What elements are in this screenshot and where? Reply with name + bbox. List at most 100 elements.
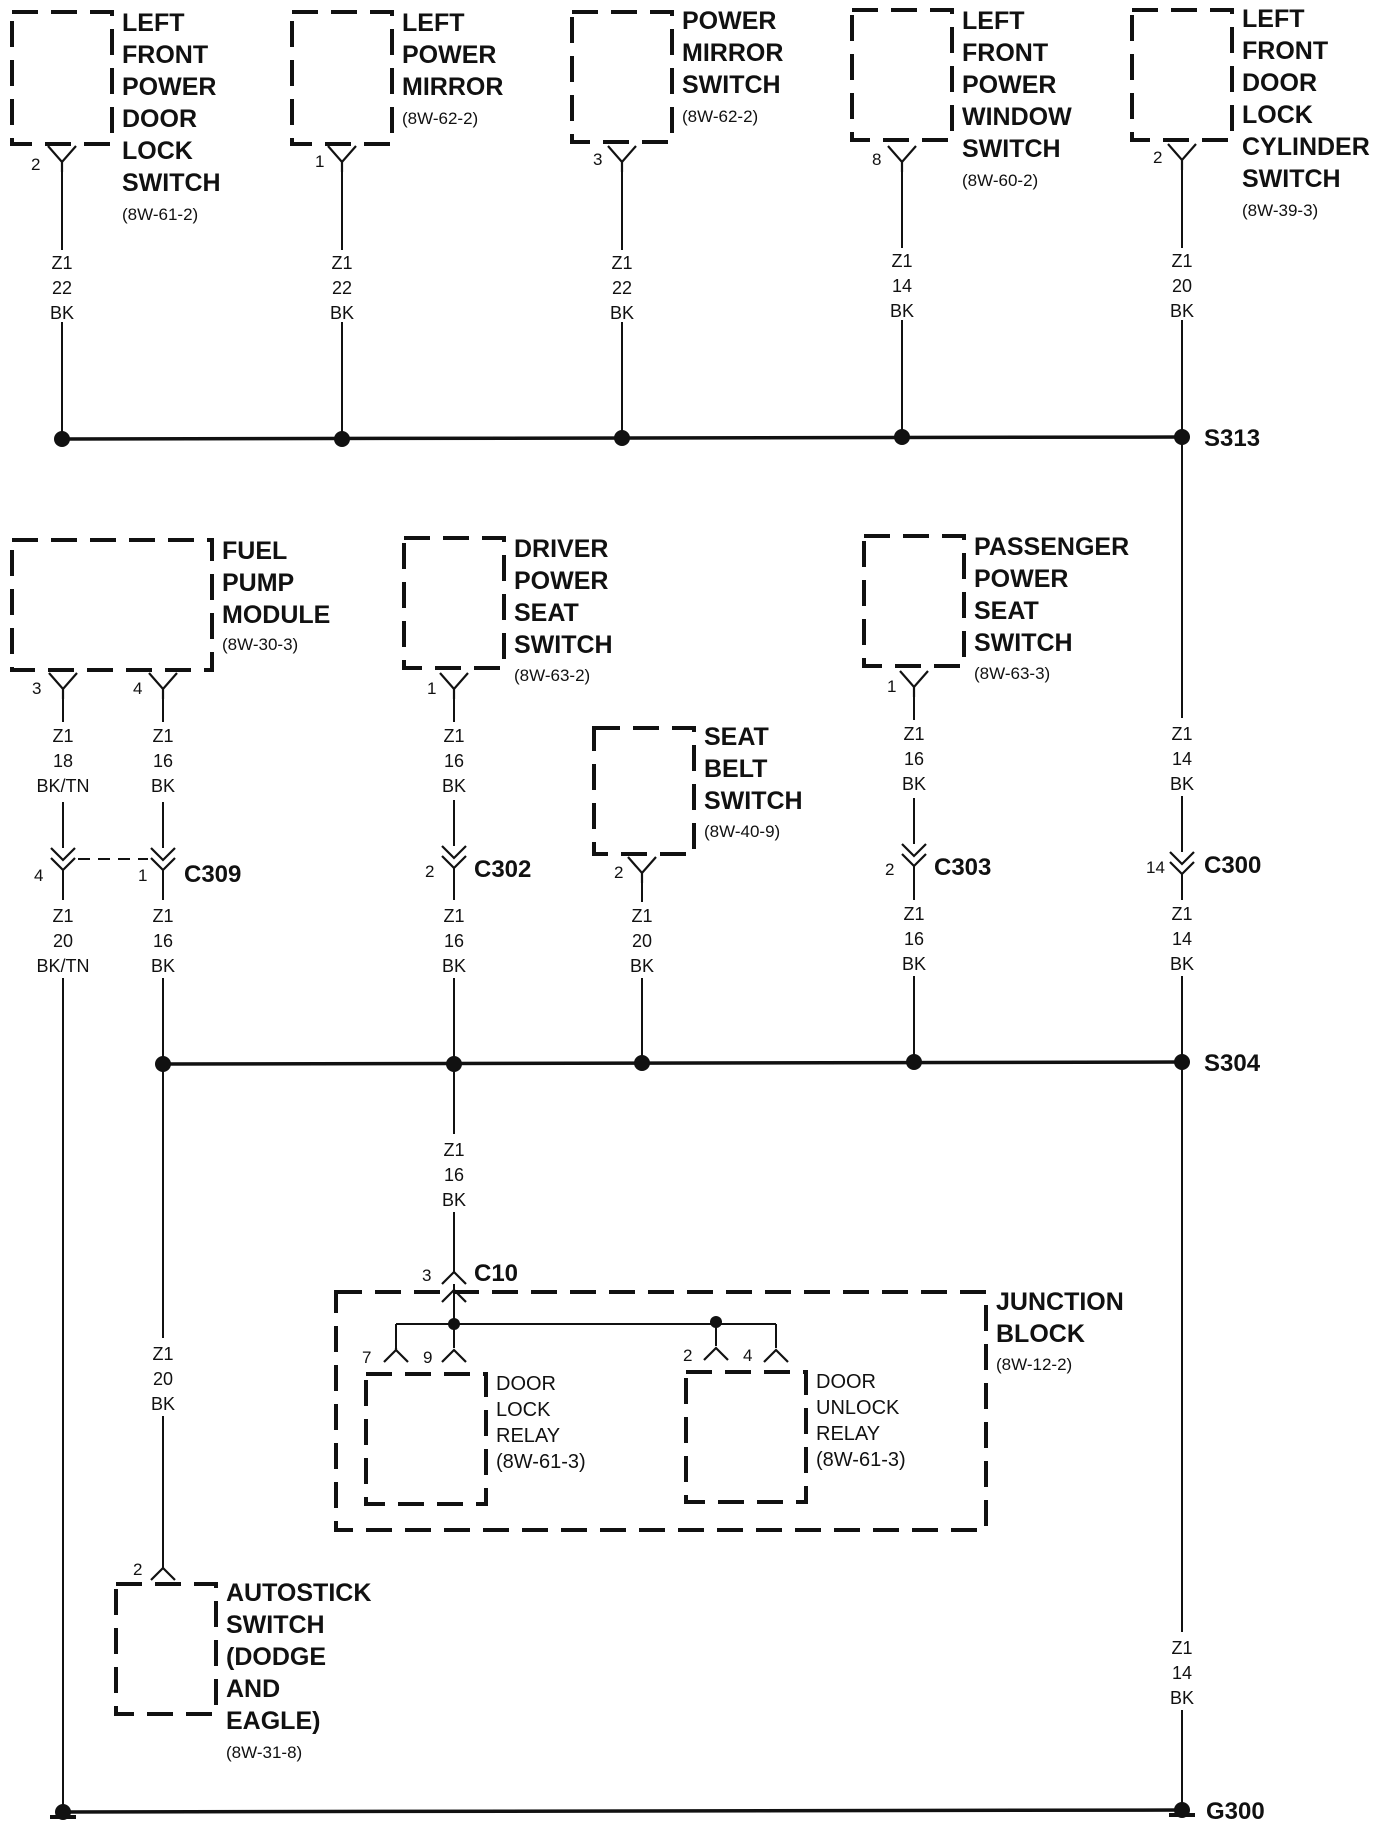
component-box — [850, 8, 954, 142]
wire-label: 20 — [632, 931, 652, 951]
ref-code: (8W-12-2) — [996, 1355, 1072, 1374]
pin-number: 2 — [425, 862, 434, 881]
wire-label: Z1 — [1171, 251, 1192, 271]
pin-number: 2 — [133, 1560, 142, 1579]
connector-symbol — [441, 845, 467, 870]
wire-label: 20 — [1172, 276, 1192, 296]
pin-number: 1 — [138, 866, 147, 885]
pin-number: 1 — [427, 679, 436, 698]
pin-number: 2 — [683, 1346, 692, 1365]
wire-label: 14 — [892, 276, 912, 296]
pin-number: 2 — [31, 155, 40, 174]
connector-c309: 4 1 C309 — [34, 847, 241, 888]
wire-label: BK — [1170, 774, 1194, 794]
splice-s304: S304 — [155, 1050, 1261, 1077]
passenger-power-seat-switch: PASSENGER POWER SEAT SWITCH (8W-63-3) 1 — [862, 533, 1129, 697]
label-line: JUNCTION — [996, 1288, 1124, 1316]
label-line: SEAT — [514, 599, 579, 627]
wire-label: 16 — [444, 1165, 464, 1185]
ground-g300: G300 — [50, 1798, 1265, 1825]
label-line: LOCK — [1242, 101, 1313, 129]
label-line: RELAY — [816, 1423, 880, 1445]
power-mirror-switch: POWER MIRROR SWITCH (8W-62-2) 3 — [570, 7, 783, 169]
terminal — [763, 1348, 789, 1363]
component-box — [1130, 8, 1234, 142]
wire-label: 16 — [444, 751, 464, 771]
label-line: POWER — [962, 71, 1056, 99]
label-line: FRONT — [1242, 37, 1328, 65]
pin-number: 1 — [315, 152, 324, 171]
wire-label: Z1 — [152, 906, 173, 926]
label-line: AUTOSTICK — [226, 1579, 371, 1607]
lf-door-lock-switch: LEFT FRONT POWER DOOR LOCK SWITCH (8W-61… — [10, 9, 221, 224]
wire-label: Z1 — [152, 726, 173, 746]
wire-label: Z1 — [631, 906, 652, 926]
label-line: SWITCH — [122, 169, 221, 197]
terminal — [703, 1346, 729, 1361]
wire-label: Z1 — [611, 253, 632, 273]
wire-label: BK — [630, 956, 654, 976]
pin-number: 2 — [614, 863, 623, 882]
component-box — [592, 726, 696, 856]
pin-number: 2 — [1153, 148, 1162, 167]
middle-upper-wire-labels: Z1 18 BK/TN Z1 16 BK Z1 16 BK Z1 16 BK — [36, 724, 926, 796]
wire-label: Z1 — [331, 253, 352, 273]
wire-label: 16 — [153, 751, 173, 771]
component-box — [10, 538, 214, 672]
top-wires — [61, 170, 1183, 439]
component-box — [290, 10, 394, 146]
label-line: SWITCH — [704, 787, 803, 815]
terminal — [150, 1566, 176, 1581]
label-line: SWITCH — [226, 1611, 325, 1639]
wire-label: BK — [442, 1190, 466, 1210]
label-line: DRIVER — [514, 535, 608, 563]
label-line: EAGLE) — [226, 1707, 320, 1735]
label-line: POWER — [514, 567, 608, 595]
component-box — [570, 10, 674, 144]
pin-number: 14 — [1146, 858, 1165, 877]
wire-label: 22 — [612, 278, 632, 298]
ref-code: (8W-39-3) — [1242, 201, 1318, 220]
wire-label: 20 — [153, 1369, 173, 1389]
label-line: LEFT — [402, 9, 465, 37]
wire-label: 14 — [1172, 749, 1192, 769]
terminal — [887, 145, 917, 172]
wire-label: BK — [442, 776, 466, 796]
label-line: (8W-61-3) — [496, 1451, 586, 1473]
door-unlock-relay: DOOR UNLOCK RELAY (8W-61-3) — [684, 1370, 906, 1504]
ref-code: (8W-61-2) — [122, 205, 198, 224]
label-line: AND — [226, 1675, 280, 1703]
wire-label: 14 — [1172, 929, 1192, 949]
label-line: LEFT — [122, 9, 185, 37]
wire-label: 16 — [904, 929, 924, 949]
driver-power-seat-switch: DRIVER POWER SEAT SWITCH (8W-63-2) 1 — [402, 535, 613, 699]
terminal — [441, 1348, 467, 1363]
ref-code: (8W-60-2) — [962, 171, 1038, 190]
splice-dot — [334, 431, 350, 447]
wire-label: 22 — [52, 278, 72, 298]
label-line: DOOR — [816, 1371, 876, 1393]
wire-label: BK — [50, 303, 74, 323]
wire-label: BK — [442, 956, 466, 976]
wire-label: BK — [151, 956, 175, 976]
splice-dot — [634, 1055, 650, 1071]
pin-number: 4 — [34, 866, 43, 885]
connector-label: C10 — [474, 1260, 518, 1287]
component-box — [10, 10, 114, 146]
ground-symbol — [50, 1815, 76, 1819]
top-terminals — [47, 143, 1197, 172]
wire-label: 16 — [904, 749, 924, 769]
label-line: POWER — [122, 73, 216, 101]
wire-label: 16 — [153, 931, 173, 951]
pin-number: 9 — [423, 1348, 432, 1367]
label-line: LOCK — [122, 137, 193, 165]
label-line: MODULE — [222, 601, 330, 629]
label-line: LEFT — [1242, 5, 1305, 33]
wire-label: Z1 — [443, 726, 464, 746]
wire-label: Z1 — [52, 726, 73, 746]
label-line: WINDOW — [962, 103, 1072, 131]
wire-label: BK/TN — [36, 956, 89, 976]
splice-dot — [906, 1054, 922, 1070]
ref-code: (8W-40-9) — [704, 822, 780, 841]
label-line: SWITCH — [1242, 165, 1341, 193]
